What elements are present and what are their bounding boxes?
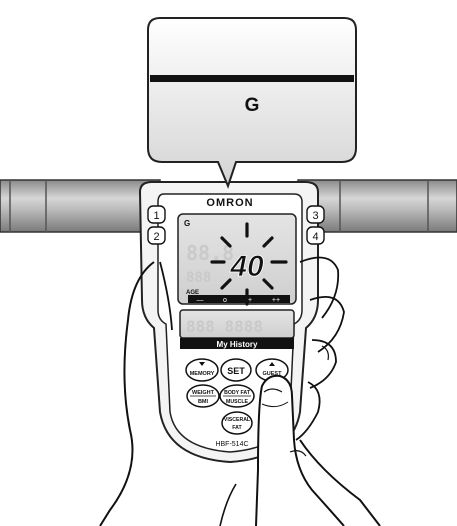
history-ghost-segments: 888 8888 xyxy=(186,317,263,336)
memory-key-1[interactable]: 1 xyxy=(148,206,165,223)
bmi-label: BMI xyxy=(198,399,209,405)
handle-bar-left xyxy=(0,180,160,232)
indicator-label-1: — xyxy=(197,297,204,304)
memory-key-1-label: 1 xyxy=(153,210,159,222)
callout-bar xyxy=(150,75,354,82)
my-history-label: My History xyxy=(217,340,258,349)
body-fat-muscle-button[interactable]: BODY FAT MUSCLE xyxy=(220,385,254,407)
memory-key-4[interactable]: 4 xyxy=(307,227,324,244)
memory-key-2-label: 2 xyxy=(153,231,159,243)
guest-callout: G xyxy=(148,18,356,186)
lcd-mode-letter: G xyxy=(184,219,190,228)
fat-label: FAT xyxy=(232,425,242,431)
set-button[interactable]: SET xyxy=(221,359,251,381)
muscle-label: MUSCLE xyxy=(226,399,248,405)
memory-key-3[interactable]: 3 xyxy=(307,206,324,223)
set-button-label: SET xyxy=(227,366,245,376)
weight-label: WEIGHT xyxy=(192,390,215,396)
memory-key-4-label: 4 xyxy=(312,231,318,243)
memory-key-3-label: 3 xyxy=(312,210,318,222)
visceral-label: VISCERAL xyxy=(224,417,251,423)
memory-button-label: MEMORY xyxy=(190,371,215,377)
lcd-age-value: 40 xyxy=(229,250,264,283)
indicator-label-2: o xyxy=(223,297,227,304)
indicator-label-3: + xyxy=(248,297,252,304)
weight-bmi-button[interactable]: WEIGHT BMI xyxy=(187,385,219,407)
lcd-ghost-segments-2: 888 xyxy=(186,270,211,286)
body-fat-label: BODY FAT xyxy=(224,390,251,396)
main-lcd: G 88.8 888 AGE 40 — o + ++ xyxy=(178,214,296,304)
visceral-fat-button[interactable]: VISCERAL FAT xyxy=(222,412,252,434)
history-lcd: 888 8888 My History xyxy=(180,310,294,349)
callout-guest-letter: G xyxy=(245,95,260,116)
memory-button[interactable]: MEMORY xyxy=(186,359,218,381)
model-label: HBF-514C xyxy=(215,441,248,448)
handle-bar-right xyxy=(298,180,457,232)
brand-logo: OMRON xyxy=(206,197,253,209)
indicator-label-4: ++ xyxy=(272,297,280,304)
memory-key-2[interactable]: 2 xyxy=(148,227,165,244)
